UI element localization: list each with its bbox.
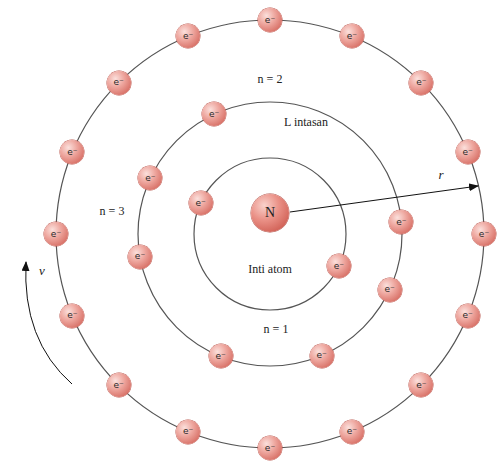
electron-circle: e⁻	[44, 222, 68, 246]
electron-symbol: e⁻	[463, 311, 473, 320]
nucleus-label: Inti atom	[248, 263, 292, 276]
orbit-n1	[194, 158, 346, 310]
electron-circle: e⁻	[378, 278, 402, 302]
electron-symbol: e⁻	[384, 285, 394, 294]
electron-symbol: e⁻	[67, 148, 77, 157]
electron-circle: e⁻	[389, 210, 413, 234]
electron-symbol: e⁻	[316, 351, 326, 360]
electron-circle: e⁻	[107, 71, 131, 95]
electron-circle: e⁻	[327, 254, 351, 278]
electron-symbol: e⁻	[51, 230, 61, 239]
electron-circle: e⁻	[176, 24, 200, 48]
electron-circle: e⁻	[409, 71, 433, 95]
orbit-label: L intasan	[284, 116, 328, 129]
electron-circle: e⁻	[409, 373, 433, 397]
electron-symbol: e⁻	[183, 427, 193, 436]
electron-symbol: e⁻	[67, 311, 77, 320]
shell-label: n = 3	[100, 205, 125, 218]
electron-circle: e⁻	[258, 436, 282, 460]
electron-circle: e⁻	[189, 191, 213, 215]
electron-circle: e⁻	[107, 373, 131, 397]
electron-circle: e⁻	[472, 222, 496, 246]
nucleus-circle: N	[251, 194, 289, 232]
velocity-label: v	[39, 264, 45, 278]
electron-symbol: e⁻	[114, 381, 124, 390]
electron-symbol: e⁻	[334, 262, 344, 271]
electron-symbol: e⁻	[135, 252, 145, 261]
shell-label: n = 2	[258, 73, 283, 86]
electron-circle: e⁻	[456, 140, 480, 164]
electron-symbol: e⁻	[215, 352, 225, 361]
radius-arrow	[290, 186, 478, 212]
electron-symbol: e⁻	[183, 32, 193, 41]
nucleus-symbol: N	[265, 206, 275, 220]
electron-circle: e⁻	[202, 102, 226, 126]
electron-symbol: e⁻	[265, 444, 275, 453]
electron-circle: e⁻	[60, 304, 84, 328]
electron-circle: e⁻	[209, 344, 233, 368]
electron-symbol: e⁻	[195, 199, 205, 208]
electron-symbol: e⁻	[265, 16, 275, 25]
electron-circle: e⁻	[456, 304, 480, 328]
orbit-n3	[56, 20, 484, 448]
electron-circle: e⁻	[258, 8, 282, 32]
electron-symbol: e⁻	[145, 174, 155, 183]
electron-symbol: e⁻	[347, 427, 357, 436]
radius-label: r	[438, 168, 443, 182]
electron-symbol: e⁻	[416, 381, 426, 390]
orbit-n2	[138, 102, 402, 366]
electron-symbol: e⁻	[463, 148, 473, 157]
electron-symbol: e⁻	[479, 230, 489, 239]
electron-circle: e⁻	[128, 245, 152, 269]
electron-circle: e⁻	[138, 166, 162, 190]
electron-circle: e⁻	[340, 420, 364, 444]
electron-symbol: e⁻	[347, 32, 357, 41]
electron-symbol: e⁻	[209, 110, 219, 119]
electron-circle: e⁻	[60, 140, 84, 164]
shell-label: n = 1	[264, 323, 289, 336]
electron-circle: e⁻	[340, 24, 364, 48]
electron-symbol: e⁻	[114, 78, 124, 87]
electron-symbol: e⁻	[396, 218, 406, 227]
electron-circle: e⁻	[176, 420, 200, 444]
electron-symbol: e⁻	[416, 78, 426, 87]
electron-circle: e⁻	[310, 344, 334, 368]
